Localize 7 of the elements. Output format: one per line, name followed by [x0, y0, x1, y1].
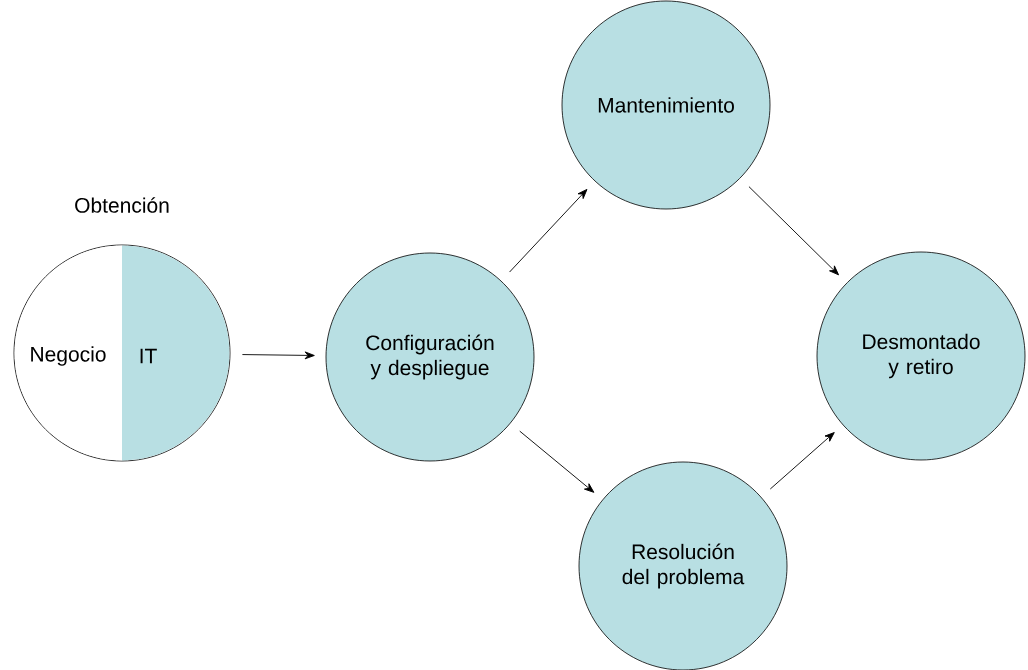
arrow [509, 189, 588, 273]
node-label: Obtención [75, 197, 169, 213]
node-label: Negocio [31, 346, 106, 366]
arrow [241, 351, 315, 360]
arrow [519, 430, 595, 493]
arrow [748, 186, 840, 276]
arrow [769, 432, 835, 490]
